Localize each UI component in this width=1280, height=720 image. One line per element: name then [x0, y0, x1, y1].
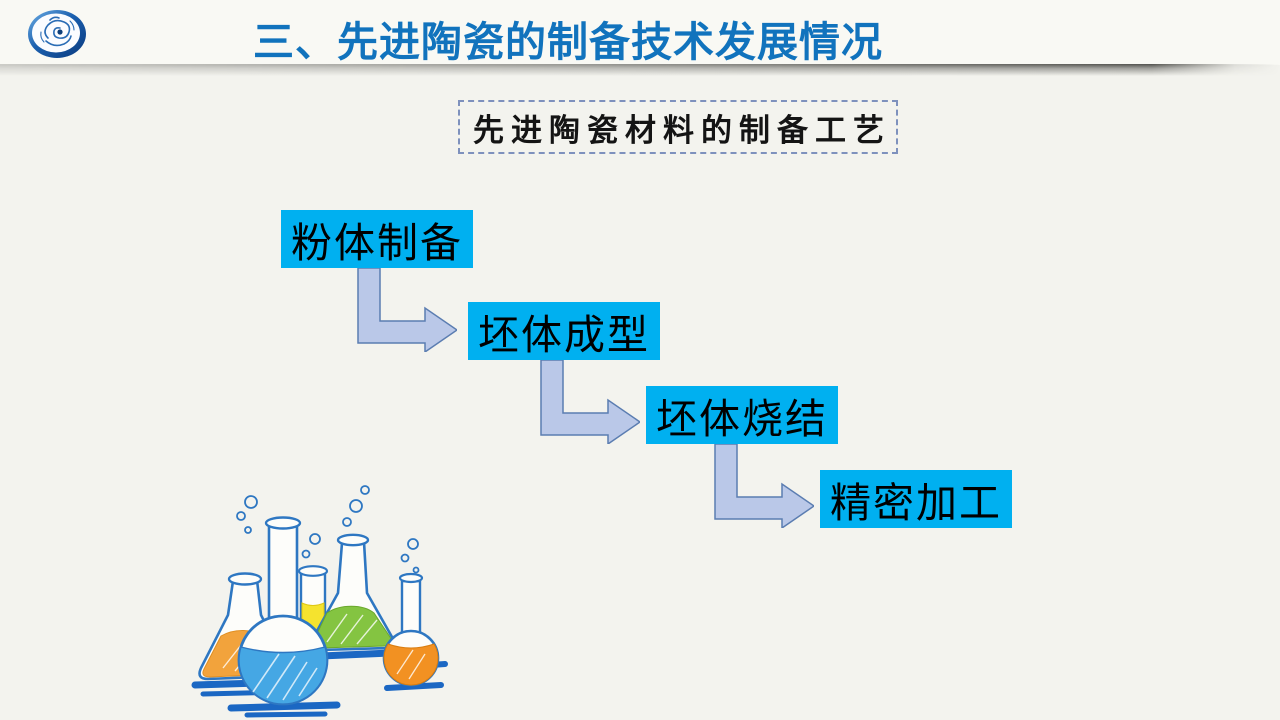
elbow-arrow-icon	[714, 444, 814, 528]
chemistry-flasks-illustration-icon	[191, 485, 448, 718]
flow-step-body-sintering: 坯体烧结	[646, 386, 838, 444]
flow-step-label: 坯体烧结	[656, 396, 828, 442]
flow-step-green-body-forming: 坯体成型	[468, 302, 660, 360]
page-title: 三、先进陶瓷的制备技术发展情况	[253, 19, 883, 65]
subtitle-text: 先进陶瓷材料的制备工艺	[473, 112, 891, 148]
flow-step-label: 坯体成型	[478, 312, 650, 358]
elbow-arrow-icon	[357, 268, 457, 352]
elbow-arrow-icon	[540, 360, 640, 444]
flow-step-label: 粉体制备	[291, 220, 463, 266]
flow-step-label: 精密加工	[830, 480, 1002, 526]
subtitle-box: 先进陶瓷材料的制备工艺	[458, 100, 898, 154]
slide-header: 三、先进陶瓷的制备技术发展情况	[0, 0, 1280, 65]
header-shadow-divider	[0, 64, 1280, 76]
flow-step-powder-preparation: 粉体制备	[281, 210, 473, 268]
flow-step-precision-machining: 精密加工	[820, 470, 1012, 528]
dragon-emblem-logo-icon	[28, 10, 86, 58]
